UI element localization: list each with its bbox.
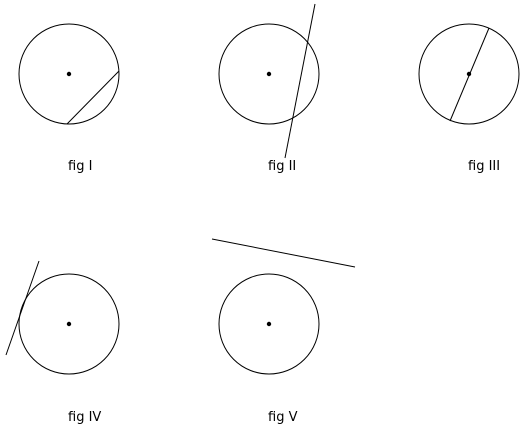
figure-3: fig III	[418, 23, 520, 174]
figure-3-diameter-line	[449, 27, 490, 122]
figure-2-circle	[218, 23, 320, 125]
figure-4-label: fig IV	[68, 410, 101, 425]
figure-3-label: fig III	[468, 159, 500, 174]
figure-5-circle	[218, 273, 320, 375]
figure-2-secant-line	[284, 3, 316, 159]
figure-1: fig I	[18, 23, 120, 174]
figure-1-chord-line	[66, 70, 120, 125]
figure-5-label: fig V	[268, 410, 298, 425]
figure-4-center-dot	[66, 321, 72, 327]
figure-5-outside-line	[211, 238, 356, 268]
figure-2-center-dot	[266, 71, 272, 77]
figure-5: fig V	[211, 238, 356, 425]
figure-3-circle	[418, 23, 520, 125]
figure-4: fig IV	[5, 260, 120, 425]
figure-4-circle	[18, 273, 120, 375]
figure-1-label: fig I	[68, 159, 92, 174]
figure-2: fig II	[218, 3, 320, 174]
figure-1-center-dot	[66, 71, 72, 77]
figure-1-circle	[18, 23, 120, 125]
figure-2-label: fig II	[268, 159, 296, 174]
figure-4-tangent-line	[5, 260, 40, 356]
figure-5-center-dot	[266, 321, 272, 327]
